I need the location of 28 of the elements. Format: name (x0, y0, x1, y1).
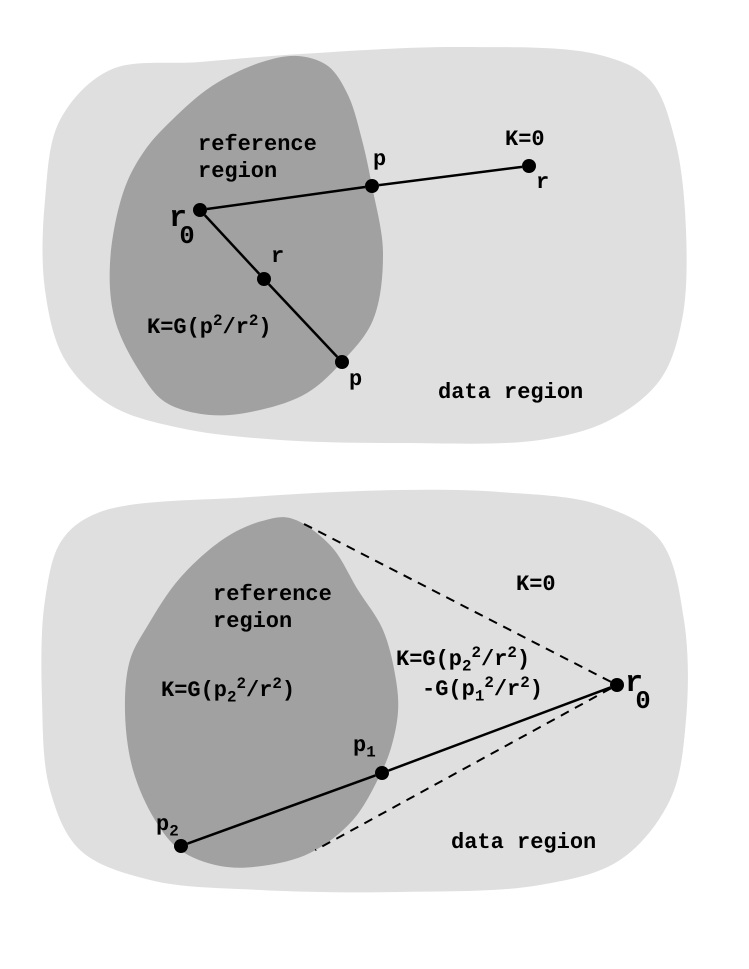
point-label: r$_{0}$ (625, 669, 651, 715)
line-segment (204, 214, 260, 275)
data-region-area (42, 46, 687, 444)
formula-label: K=G(p$_{2}$$^{2}$/r$^{2}$) (161, 677, 296, 704)
data-region-area (41, 489, 688, 893)
point-label: p (349, 366, 362, 393)
line-segment (388, 686, 611, 772)
region-label: data region (438, 379, 584, 406)
formula-label: K=G(p$_{2}$$^{2}$/r$^{2}$) -G(p$_{1}$$^{2}$/r$^{2}$) (396, 645, 544, 705)
point-label: r (271, 243, 284, 270)
line-segment (378, 166, 522, 186)
reference-region-area (109, 55, 384, 416)
formula-label: K=0 (516, 571, 556, 598)
point-label: p$_{2}$ (156, 811, 179, 838)
line-segment (206, 186, 366, 210)
region-label: reference region (213, 581, 333, 635)
point-label: r$_{0}$ (169, 204, 195, 250)
region-label: reference region (198, 131, 318, 185)
formula-label: K=G(p$^{2}$/r$^{2}$) (147, 314, 272, 341)
point-label: p$_{1}$ (353, 732, 376, 759)
line-segment (187, 774, 376, 845)
reference-region-area (124, 517, 399, 868)
point-label: p (373, 146, 386, 173)
region-label: data region (451, 829, 596, 856)
point-label: r (536, 169, 550, 196)
dashed-line (314, 687, 612, 852)
formula-label: K=0 (505, 126, 545, 153)
line-segment (268, 283, 338, 358)
